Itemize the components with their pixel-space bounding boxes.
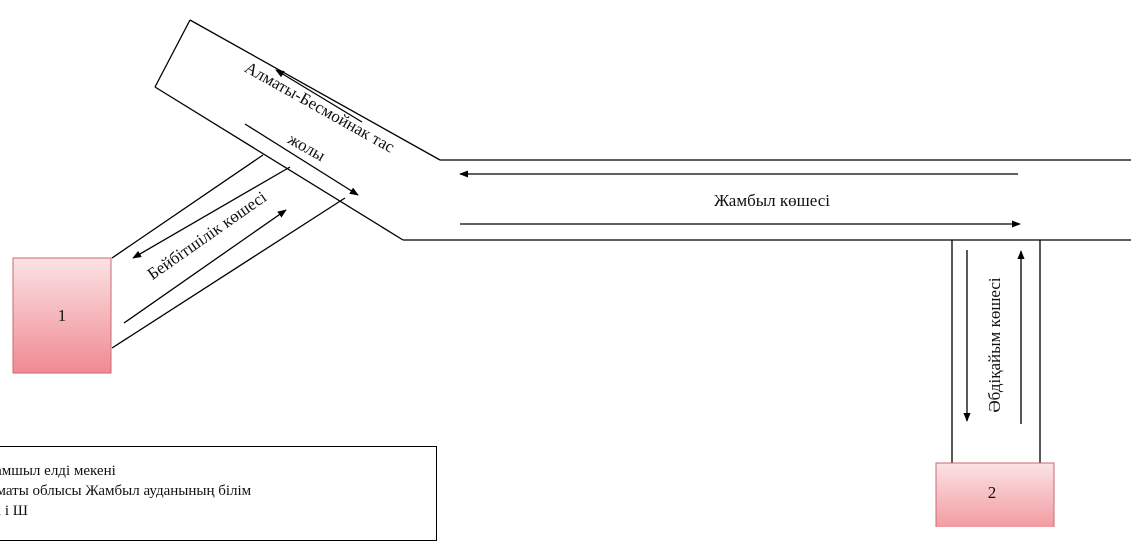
arrow-beibitshilik-southwest xyxy=(132,166,291,259)
road-diagram: Алматы-Бесмойнак тас жолы Жамбыл көшесі … xyxy=(12,19,1131,527)
zhambyl-street-road xyxy=(403,159,1131,241)
arrow-beibitshilik-northeast xyxy=(123,209,287,324)
almaty-road-label-line2: жолы xyxy=(284,129,329,166)
direction-arrows xyxy=(123,69,1025,424)
node-2: 2 xyxy=(935,462,1055,527)
abdikaiym-street-label: Әбдіқайым көшесі xyxy=(985,277,1004,413)
node-2-box xyxy=(935,462,1055,527)
legend-line-2: лматы облысы Жамбыл ауданының білім xyxy=(0,483,252,499)
almaty-road-cap xyxy=(154,19,191,88)
legend-box: ғамшыл елді мекені лматы облысы Жамбыл а… xyxy=(0,446,437,541)
legend-line-1: ғамшыл елді мекені xyxy=(0,463,116,479)
node-1-box xyxy=(12,257,112,374)
legend-line-3: і і і Ш xyxy=(0,503,28,519)
arrow-almaty-up xyxy=(275,69,363,123)
node-1: 1 xyxy=(12,257,112,374)
node-1-label: 1 xyxy=(58,306,67,325)
beibitshilik-street-road xyxy=(111,154,346,349)
beibitshilik-street-label: Бейбітшілік көшесі xyxy=(144,187,270,283)
almaty-road-upper-edge xyxy=(189,19,441,161)
abdikaiym-street-road xyxy=(951,240,1041,465)
almaty-road-lower-edge xyxy=(154,86,404,241)
zhambyl-street-label: Жамбыл көшесі xyxy=(714,191,830,210)
arrow-almaty-down xyxy=(244,123,359,196)
beibitshilik-lower-edge xyxy=(111,197,346,349)
beibitshilik-upper-edge xyxy=(111,154,264,259)
almaty-besmoinak-road xyxy=(154,19,441,241)
almaty-road-label-line1: Алматы-Бесмойнак тас xyxy=(241,58,398,157)
node-2-label: 2 xyxy=(988,483,997,502)
